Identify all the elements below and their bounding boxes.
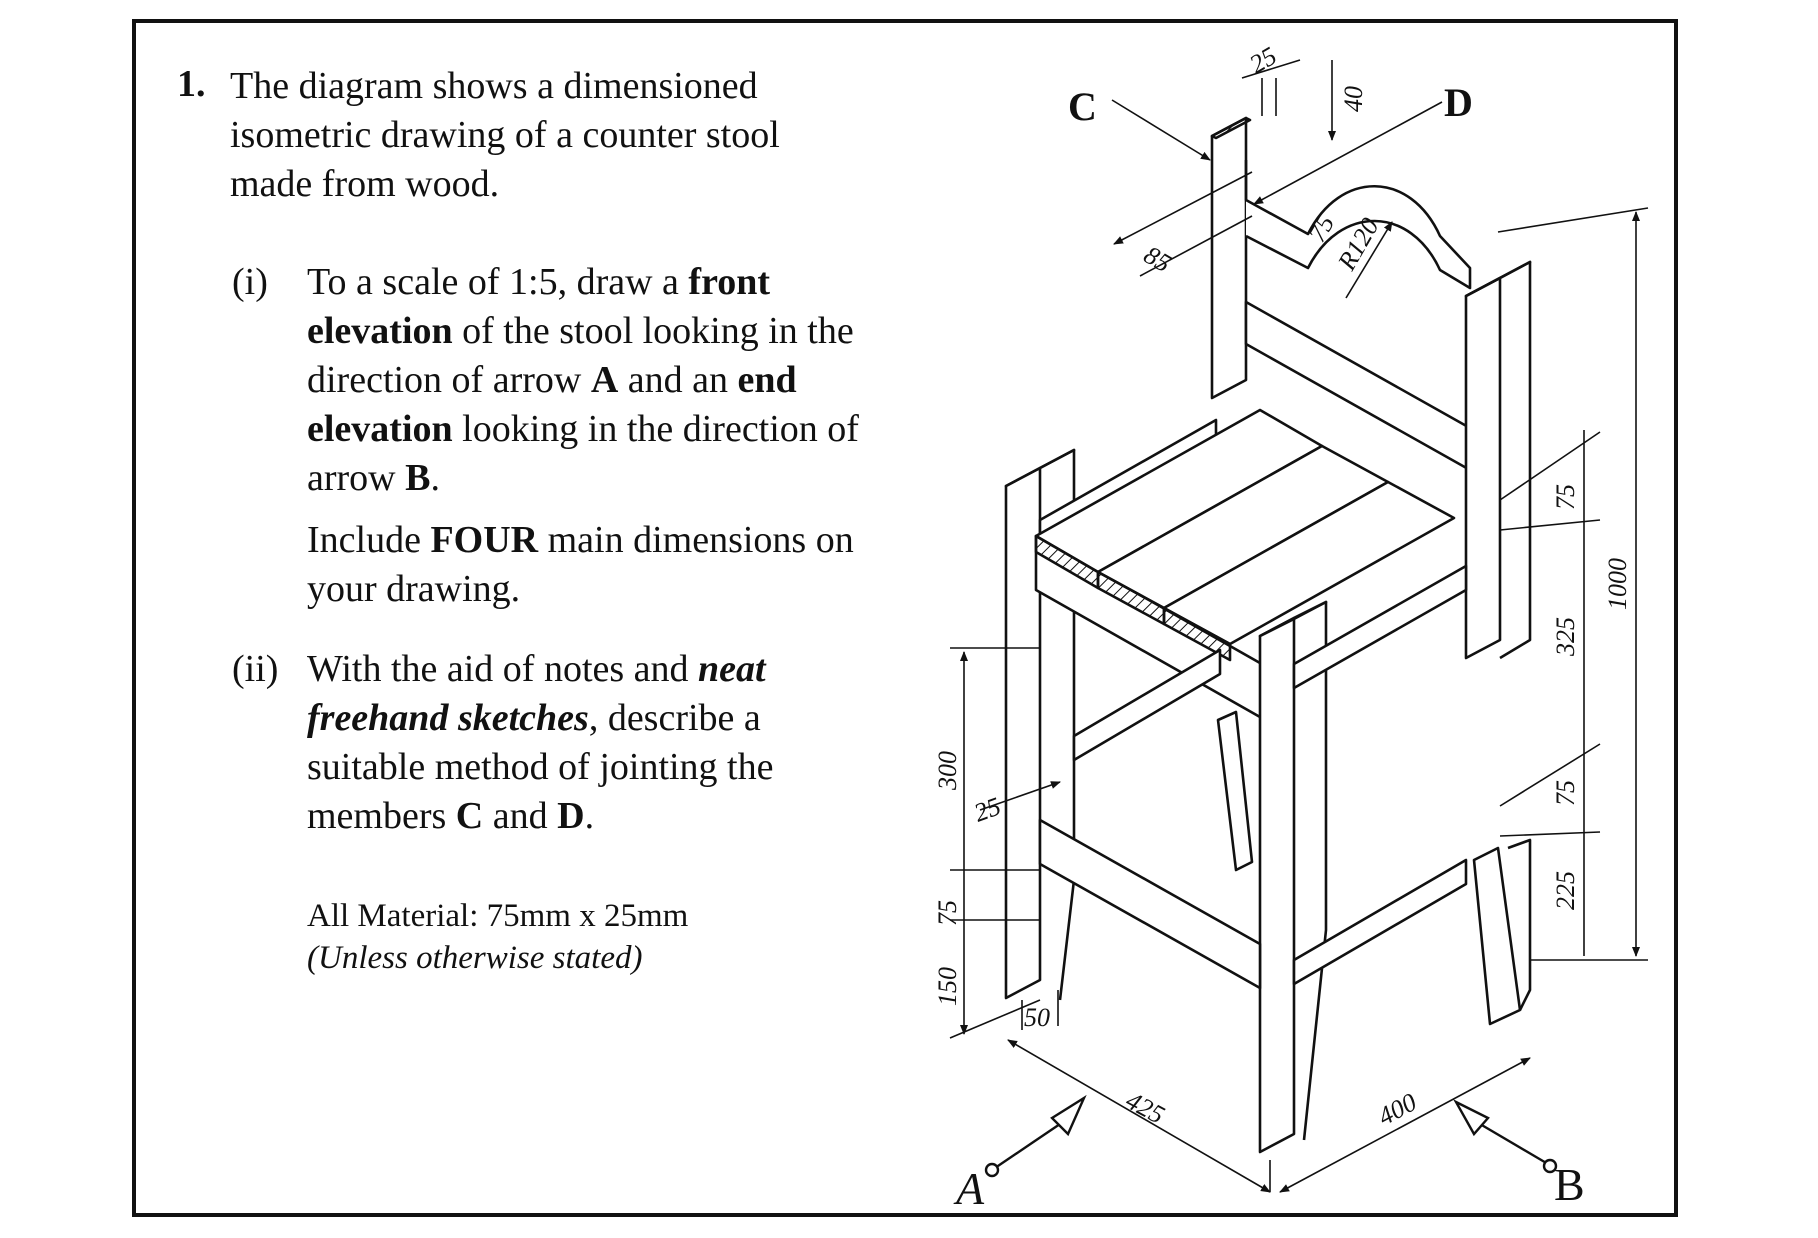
part-i-dimensions-text: Include FOUR main dimensions on your dra… xyxy=(307,519,854,610)
part-i-label: (i) xyxy=(232,261,268,303)
dim-40: 40 xyxy=(1339,86,1368,112)
dim-25-left: 25 xyxy=(970,791,1004,827)
dim-400: 400 xyxy=(1373,1087,1421,1131)
arrow-a-head xyxy=(1050,1094,1087,1137)
label-b: B xyxy=(1554,1159,1585,1210)
dim-225: 225 xyxy=(1551,871,1580,910)
arrow-a-shaft xyxy=(991,1123,1061,1171)
material-note: All Material: 75mm x 25mm(Unless otherwi… xyxy=(307,898,689,976)
dim-75-right-lower: 75 xyxy=(1551,780,1580,806)
dim-300: 300 xyxy=(933,751,962,791)
dim-75-right-upper: 75 xyxy=(1551,484,1580,510)
dim-325: 325 xyxy=(1551,617,1580,657)
dim-425: 425 xyxy=(1121,1086,1169,1130)
arrow-b-tail xyxy=(1542,1158,1558,1174)
label-c: C xyxy=(1068,84,1097,129)
label-d: D xyxy=(1444,80,1473,125)
dim-150: 150 xyxy=(933,967,962,1006)
question-frame xyxy=(132,19,1678,1217)
label-a: A xyxy=(953,1163,985,1214)
direction-arrows xyxy=(984,1094,1558,1178)
dim-85: 85 xyxy=(1139,240,1176,278)
arrow-b-head xyxy=(1453,1099,1490,1137)
dim-1000: 1000 xyxy=(1603,558,1632,610)
part-ii-label: (ii) xyxy=(232,648,279,690)
dim-75-left: 75 xyxy=(933,900,962,926)
arrow-a-tail xyxy=(984,1162,1000,1178)
dimension-lines xyxy=(949,59,1649,1193)
question-intro: The diagram shows a dimensioned isometri… xyxy=(230,65,780,205)
stool-outline xyxy=(1004,116,1532,1154)
part-i-text: To a scale of 1:5, draw a front elevatio… xyxy=(307,261,859,499)
question-number: 1. xyxy=(177,63,206,105)
dim-50: 50 xyxy=(1024,1003,1050,1032)
part-ii-text: With the aid of notes and neat freehand … xyxy=(307,648,774,837)
dim-25-top: 25 xyxy=(1245,41,1282,79)
arrow-b-shaft xyxy=(1479,1122,1549,1166)
